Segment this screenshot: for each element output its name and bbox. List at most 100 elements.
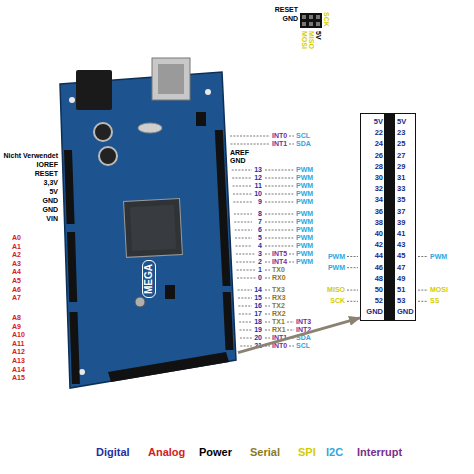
icsp-pin [309,22,313,26]
digital-pin-number: 7 [258,217,262,227]
legend-swatch: Power [199,446,232,458]
analog-pin-name: A9 [12,322,21,332]
leader-line [418,256,428,257]
pwm-i2c-label: PWM [296,249,313,259]
legend-text: Interrupt [357,446,402,458]
leader-line [240,346,252,347]
leader-line [265,298,270,299]
leader-line [265,306,270,307]
leader-line [239,314,252,315]
leader-line [240,338,252,339]
pin-header-box: 5V 22 24 26 28 30 32 34 36 38 40 42 44 4… [360,113,416,321]
leader-line [232,170,252,171]
serial-pin-name: RX1 [272,325,286,335]
leader-line [265,170,294,171]
pin-header [223,292,234,350]
power-pin-name: RESET [275,5,298,15]
leader-line [265,270,270,271]
leader-line [265,222,294,223]
serial-pin-name: RX0 [272,273,286,283]
power-pin-name: 3,3V [44,178,58,188]
pin-header [108,352,229,382]
power-jack [76,70,112,110]
capacitor [94,123,112,141]
leader-line [287,330,294,331]
icsp-header-small [196,112,206,126]
power-pin-name: 5V [313,31,323,40]
leader-line [418,290,428,291]
interrupt-label: INT4 [272,257,287,267]
spi-pin-name: MOSI [299,31,309,49]
interrupt-label: INT5 [272,249,287,259]
leader-line [265,290,270,291]
power-pin-name: IOREF [37,160,58,170]
analog-pin-name: A4 [12,267,21,277]
leader-line [265,230,294,231]
pwm-i2c-label: PWM [296,181,313,191]
leader-line [240,330,252,331]
digital-pin-number: 15 [254,293,262,303]
pwm-i2c-label: PWM [296,197,313,207]
leader-line [265,330,270,331]
circuit-board [60,72,236,388]
interrupt-label: INT1 [272,333,287,343]
chip-body [124,199,183,258]
leader-line [234,222,252,223]
icsp-pin [309,15,313,19]
interrupt-label: INT1 [272,139,287,149]
power-pin-name: AREF [230,148,249,158]
header-pin-column: 5V 23 25 27 29 31 33 35 37 39 41 43 45 4… [397,116,415,318]
legend-text: I2C [326,446,343,458]
header-pin-column: 5V 22 24 26 28 30 32 34 36 38 40 42 44 4… [362,116,383,318]
interrupt-label: INT3 [296,317,311,327]
leader-line [347,301,358,302]
leader-line [265,202,294,203]
leader-line [233,202,252,203]
leader-line [289,338,294,339]
pin-header [64,150,75,224]
spi-pin-name: SS [430,296,439,306]
legend-text: Serial [250,446,280,458]
analog-pin-name: A5 [12,276,21,286]
digital-pin-number: 13 [254,165,262,175]
digital-pin-number: 12 [254,173,262,183]
power-pin-name: Nicht Verwendet [4,151,58,161]
analog-pin-name: A7 [12,293,21,303]
leader-line [265,314,270,315]
interrupt-label: INT2 [296,325,311,335]
pwm-i2c-label: PWM [296,257,313,267]
pwm-i2c-label: PWM [296,189,313,199]
leader-line [233,186,252,187]
leader-line [287,322,294,323]
leader-line [347,256,358,257]
leader-line [236,262,255,263]
digital-pin-number: 4 [258,241,262,251]
icsp-pin [316,22,320,26]
legend-swatch: I2C [326,446,343,458]
leader-line [232,178,252,179]
pwm-i2c-label: PWM [296,173,313,183]
legend-text: Analog [148,446,185,458]
serial-pin-name: RX3 [272,293,286,303]
pwm-i2c-label: SDA [296,333,311,343]
digital-pin-number: 16 [254,301,262,311]
leader-line [235,246,252,247]
analog-pin-name: A0 [12,233,21,243]
digital-pin-number: 6 [258,225,262,235]
serial-pin-name: RX2 [272,309,286,319]
icsp-pin [302,15,306,19]
pointer-arrow [238,318,360,353]
leader-line [234,214,252,215]
digital-pin-number: 20 [254,333,262,343]
legend-swatch: Digital [96,446,130,458]
legend-text: Power [199,446,232,458]
reset-button [135,297,145,307]
arduino-board: MEGA [58,62,238,390]
leader-line [235,230,252,231]
interrupt-label: INT0 [272,341,287,351]
pin-header [70,312,80,384]
digital-pin-number: 8 [258,209,262,219]
digital-pin-number: 11 [255,181,262,191]
leader-line [239,322,252,323]
leader-line [230,144,270,145]
